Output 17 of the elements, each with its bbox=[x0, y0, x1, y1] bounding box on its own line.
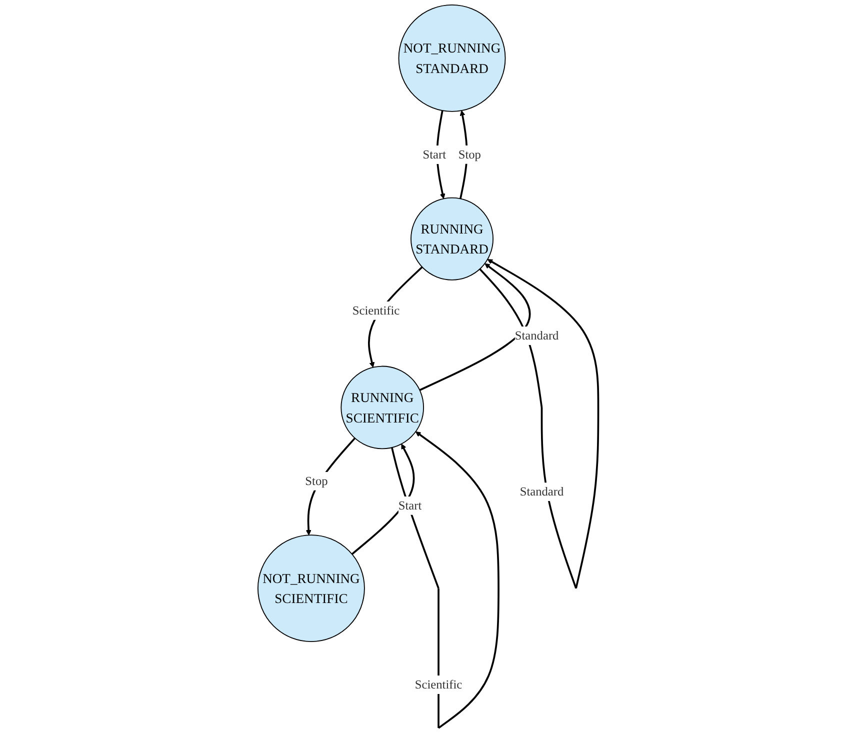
node-circle: RUNNING SCIENTIFIC bbox=[340, 366, 424, 450]
edge-label: Start bbox=[422, 148, 446, 162]
edge-label: Standard bbox=[520, 485, 564, 499]
edge-label: Scientific bbox=[414, 678, 462, 692]
node-circle: NOT_RUNNING STANDARD bbox=[398, 4, 506, 112]
edge-label: Scientific bbox=[352, 304, 400, 318]
edge-label: Standard bbox=[514, 328, 559, 343]
edge-label: Stop bbox=[305, 474, 328, 488]
node-circle: NOT_RUNNING SCIENTIFIC bbox=[257, 534, 365, 642]
arrow bbox=[419, 263, 531, 391]
edge-label: Start bbox=[398, 498, 422, 512]
arrow bbox=[436, 110, 446, 199]
arrow bbox=[306, 438, 356, 536]
arrow bbox=[351, 444, 415, 555]
node-circle: RUNNING STANDARD bbox=[410, 197, 494, 280]
edge-label: Stop bbox=[458, 148, 481, 162]
arrow bbox=[459, 110, 468, 199]
